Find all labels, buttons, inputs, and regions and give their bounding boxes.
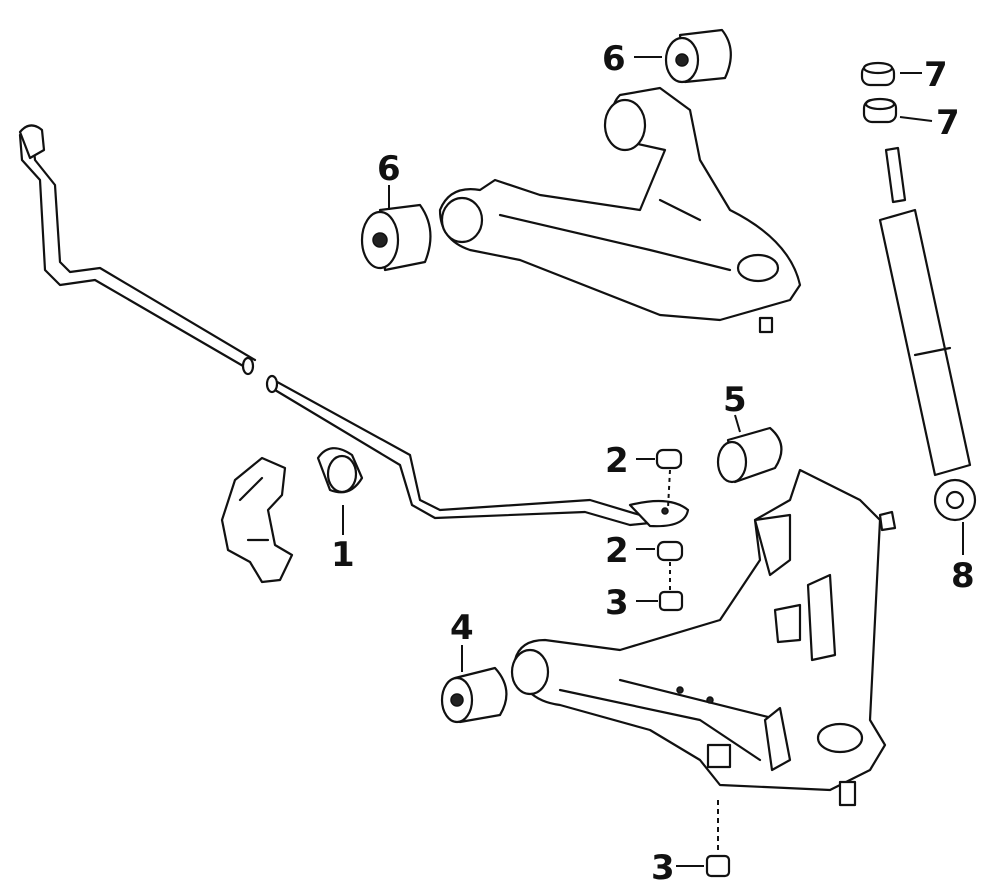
callout-7-lower: 7: [936, 103, 960, 143]
upper-arm-bushing-left: [360, 203, 432, 272]
stabilizer-bracket: [220, 456, 294, 584]
callout-4: 4: [450, 608, 474, 648]
callout-2-lower: 2: [605, 531, 629, 571]
upper-control-arm: [438, 86, 802, 334]
leader-lines: [342, 56, 964, 867]
lower-control-arm: [510, 468, 897, 878]
callout-8: 8: [951, 556, 975, 596]
callout-6-left: 6: [377, 149, 401, 189]
shock-absorber: [878, 146, 977, 522]
stabilizer-bar: [18, 124, 690, 528]
stabilizer-link-parts: [655, 448, 684, 612]
upper-arm-bushing-top: [664, 28, 732, 84]
callout-7-top: 7: [924, 55, 948, 95]
lower-arm-rear-bushing: [716, 426, 783, 484]
callout-3-link: 3: [605, 583, 629, 623]
callout-6-top: 6: [602, 39, 626, 79]
callout-1: 1: [331, 535, 355, 575]
callout-2-upper: 2: [605, 441, 629, 481]
callout-3-balljoint: 3: [651, 848, 675, 888]
stabilizer-bushing: [316, 447, 364, 494]
shock-mount-bushings: [860, 61, 898, 124]
lower-arm-front-bushing: [440, 666, 508, 724]
callout-5: 5: [723, 380, 747, 420]
